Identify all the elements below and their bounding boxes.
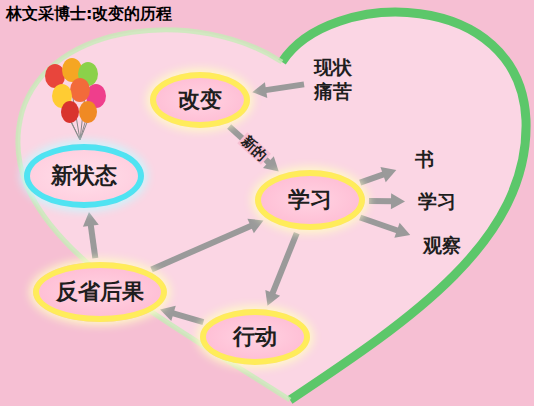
- arrow-shaft: [91, 224, 96, 258]
- node-label: 反省后果: [56, 278, 144, 306]
- arrow-shaft: [172, 313, 204, 322]
- arrow-shaft: [360, 217, 399, 231]
- arrowhead: [391, 193, 405, 209]
- glow-ellipse: 学习: [255, 170, 365, 230]
- arrowhead: [252, 82, 267, 98]
- arrow-connector: [265, 233, 296, 306]
- heart-fill: [18, 12, 526, 400]
- arrow-connector: [160, 306, 203, 322]
- arrowhead: [394, 223, 410, 238]
- arrow-shaft: [360, 174, 385, 183]
- node-label: 行动: [233, 323, 277, 351]
- glow-ellipse: 行动: [200, 309, 310, 365]
- node-label: 学习: [288, 186, 332, 214]
- arrow-connector: [152, 219, 264, 270]
- heart-outline: [282, 12, 526, 400]
- arrow-shaft: [369, 198, 393, 204]
- text-node: 学习: [409, 187, 465, 217]
- glow-ellipse: 改变: [150, 72, 250, 128]
- arrow-connector: [360, 217, 410, 237]
- arrow-connector: [360, 167, 396, 183]
- title: 林文采博士:改变的历程: [6, 4, 172, 25]
- glow-ellipse: 新状态: [24, 144, 144, 208]
- node-label: 书: [404, 148, 446, 172]
- node-label: 观察: [421, 234, 463, 258]
- arrowhead: [160, 306, 176, 321]
- node-label: 新状态: [51, 162, 117, 190]
- arrow-shaft: [152, 225, 253, 269]
- arrowhead: [265, 290, 280, 306]
- arrowhead: [247, 219, 263, 234]
- arrow-connector: [229, 127, 279, 172]
- arrowhead: [83, 212, 99, 227]
- arrow-connector: [83, 212, 99, 258]
- node-label: 学习: [416, 190, 458, 214]
- arrow-connector: [369, 193, 405, 209]
- arrow-shaft: [264, 84, 304, 90]
- heart-outline: [18, 30, 290, 400]
- edge-label: 新的: [237, 133, 271, 166]
- text-node: 书: [400, 145, 450, 175]
- arrow-shaft: [272, 233, 297, 295]
- balloons: [45, 58, 106, 140]
- node-label: 现状 痛苦: [312, 56, 354, 104]
- arrowhead: [380, 167, 396, 182]
- node-label: 改变: [178, 86, 222, 114]
- text-node: 观察: [414, 231, 470, 261]
- glow-ellipse: 反省后果: [33, 262, 167, 322]
- arrow-connector: [252, 82, 304, 98]
- text-node: 现状 痛苦: [308, 50, 358, 110]
